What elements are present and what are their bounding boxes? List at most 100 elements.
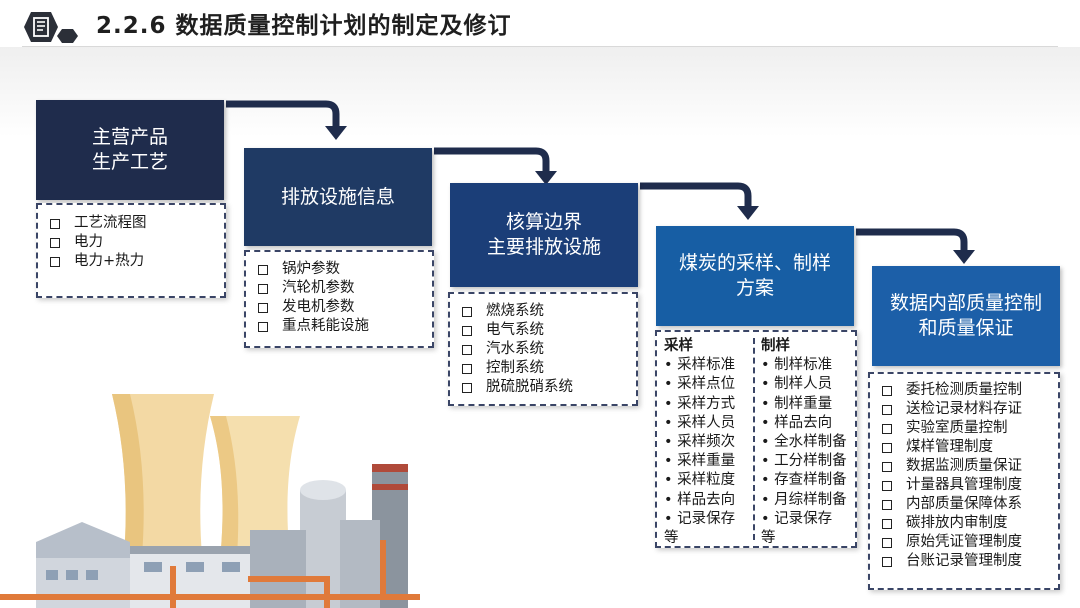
checkbox-icon [50, 218, 60, 229]
list-item: 重点耗能设施 [258, 317, 432, 336]
checkbox-icon [462, 325, 472, 336]
list-item: 汽水系统 [462, 340, 636, 359]
arrow-1-to-2 [226, 100, 347, 140]
step-3-title-line-2: 主要排放设施 [486, 236, 601, 258]
list-item: • 月综样制备 [761, 491, 847, 508]
list-item: 电力+热力 [50, 252, 224, 271]
list-item: • 采样方式 [664, 395, 736, 412]
list-item: • 工分样制备 [761, 453, 847, 470]
checkbox-icon [258, 283, 268, 294]
checkbox-icon [50, 237, 60, 248]
list-item-label: 送检记录材料存证 [906, 401, 1022, 417]
list-item: 等 [761, 530, 776, 547]
checkbox-icon [258, 302, 268, 313]
preparation-column: 制样 • 制样标准 • 制样人员 • 制样重量 • 样品去向 • 全水样制备 •… [761, 337, 847, 546]
list-item: 台账记录管理制度 [882, 552, 1058, 571]
list-item-label: 碳排放内审制度 [906, 515, 1008, 531]
step-2-title-line-1: 排放设施信息 [280, 185, 395, 208]
list-item: 内部质量保障体系 [882, 495, 1058, 514]
step-3-list: 燃烧系统 电气系统 汽水系统 控制系统 脱硫脱硝系统 [448, 292, 638, 406]
sampling-heading: 采样 [664, 338, 693, 354]
list-item-label: 电气系统 [486, 322, 544, 338]
checkbox-icon [50, 256, 60, 267]
checkbox-icon [882, 480, 892, 491]
list-item-label: 汽水系统 [486, 341, 544, 357]
list-item-label: 电力 [74, 234, 103, 250]
step-5-list: 委托检测质量控制 送检记录材料存证 实验室质量控制 煤样管理制度 数据监测质量保… [868, 372, 1060, 590]
step-2-list: 锅炉参数 汽轮机参数 发电机参数 重点耗能设施 [244, 250, 434, 348]
checkbox-icon [882, 385, 892, 396]
column-divider [753, 338, 755, 540]
list-item-label: 数据监测质量保证 [906, 458, 1022, 474]
step-3-box: 核算边界 主要排放设施 [450, 183, 638, 287]
list-item: • 采样人员 [664, 414, 736, 431]
list-item: • 采样重量 [664, 453, 736, 470]
step-1-title-line-2: 生产工艺 [91, 151, 168, 173]
list-item: 汽轮机参数 [258, 279, 432, 298]
list-item: • 采样频次 [664, 434, 736, 451]
list-item: • 采样标准 [664, 357, 736, 374]
checkbox-icon [462, 306, 472, 317]
list-item: 委托检测质量控制 [882, 381, 1058, 400]
list-item-label: 重点耗能设施 [282, 318, 369, 334]
list-item: • 样品去向 [761, 414, 833, 431]
list-item: 数据监测质量保证 [882, 457, 1058, 476]
list-item: 送检记录材料存证 [882, 400, 1058, 419]
sampling-column: 采样 • 采样标准 • 采样点位 • 采样方式 • 采样人员 • 采样频次 • … [664, 337, 735, 546]
checkbox-icon [462, 363, 472, 374]
page-title: 2.2.6 数据质量控制计划的制定及修订 [96, 13, 512, 39]
checkbox-icon [882, 518, 892, 529]
preparation-heading: 制样 [761, 338, 790, 354]
checkbox-icon [462, 344, 472, 355]
step-1-list: 工艺流程图 电力 电力+热力 [36, 203, 226, 298]
checkbox-icon [882, 556, 892, 567]
step-4-title-line-2: 方案 [735, 277, 774, 299]
list-item-label: 控制系统 [486, 360, 544, 376]
step-2-box: 排放设施信息 [244, 148, 432, 246]
list-item: • 记录保存 [761, 510, 833, 527]
list-item-label: 脱硫脱硝系统 [486, 379, 573, 395]
list-item: 燃烧系统 [462, 302, 636, 321]
arrow-3-to-4 [640, 182, 759, 220]
checkbox-icon [462, 382, 472, 393]
list-item: • 采样点位 [664, 376, 736, 393]
list-item: 碳排放内审制度 [882, 514, 1058, 533]
list-item: • 记录保存 [664, 510, 736, 527]
checkbox-icon [882, 442, 892, 453]
list-item-label: 锅炉参数 [282, 261, 340, 277]
list-item: • 存查样制备 [761, 472, 847, 489]
step-4-list: 采样 • 采样标准 • 采样点位 • 采样方式 • 采样人员 • 采样频次 • … [655, 330, 857, 548]
checkbox-icon [258, 264, 268, 275]
step-1-title-line-1: 主营产品 [91, 126, 168, 148]
header: 2.2.6 数据质量控制计划的制定及修订 [0, 0, 1080, 50]
checkbox-icon [882, 499, 892, 510]
step-3-title-line-1: 核算边界 [505, 211, 582, 233]
list-item: 原始凭证管理制度 [882, 533, 1058, 552]
list-item-label: 内部质量保障体系 [906, 496, 1022, 512]
list-item: 等 [664, 530, 679, 547]
list-item: • 制样标准 [761, 357, 833, 374]
list-item-label: 实验室质量控制 [906, 420, 1008, 436]
list-item: • 采样粒度 [664, 472, 736, 489]
list-item: 锅炉参数 [258, 260, 432, 279]
arrow-2-to-3 [434, 147, 557, 185]
step-5-box: 数据内部质量控制 和质量保证 [872, 266, 1060, 366]
list-item: 煤样管理制度 [882, 438, 1058, 457]
header-divider [22, 46, 1058, 47]
list-item-label: 电力+热力 [74, 253, 145, 269]
list-item-label: 燃烧系统 [486, 303, 544, 319]
list-item-label: 原始凭证管理制度 [906, 534, 1022, 550]
list-item: 计量器具管理制度 [882, 476, 1058, 495]
step-5-title-line-1: 数据内部质量控制 [889, 292, 1042, 314]
list-item: 控制系统 [462, 359, 636, 378]
list-item: 电力 [50, 233, 224, 252]
list-item: 实验室质量控制 [882, 419, 1058, 438]
list-item: • 制样人员 [761, 376, 833, 393]
checkbox-icon [882, 423, 892, 434]
list-item-label: 汽轮机参数 [282, 280, 355, 296]
checkbox-icon [882, 461, 892, 472]
checkbox-icon [882, 537, 892, 548]
list-item: • 样品去向 [664, 491, 736, 508]
step-1-box: 主营产品 生产工艺 [36, 100, 224, 200]
list-item: 工艺流程图 [50, 214, 224, 233]
